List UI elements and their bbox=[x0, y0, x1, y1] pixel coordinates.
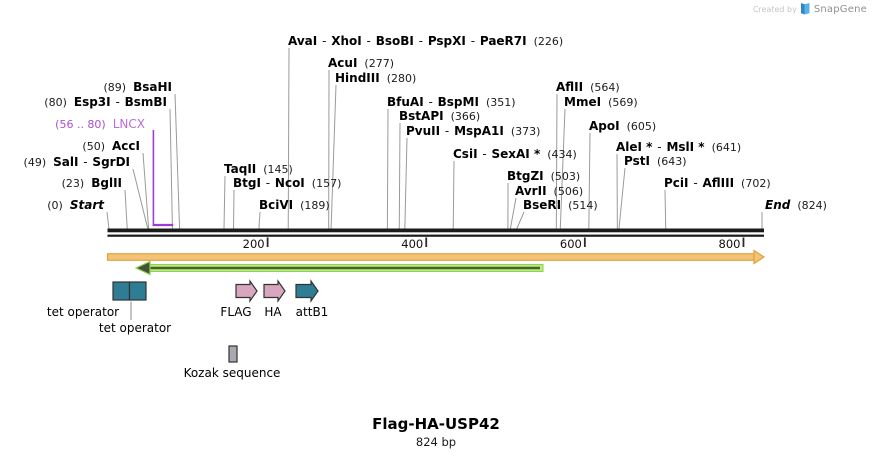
ruler-number-400: 400 bbox=[401, 237, 423, 251]
site-label-bstapi: BstAPI(366) bbox=[399, 110, 480, 123]
feature-shape-tetoperator bbox=[113, 282, 130, 300]
construct-title-block: Flag-HA-USP42 824 bp bbox=[0, 415, 872, 449]
construct-length: 824 bp bbox=[0, 435, 872, 449]
sequence-line-bottom bbox=[108, 235, 765, 237]
site-line-bglii bbox=[125, 190, 127, 229]
site-label-mmei: MmeI(569) bbox=[564, 96, 638, 109]
construct-title: Flag-HA-USP42 bbox=[0, 415, 872, 433]
site-label-pvuii: PvuII - MspA1I(373) bbox=[406, 125, 540, 138]
feature-label-kozaksequence: Kozak sequence bbox=[184, 366, 281, 380]
site-label-alei: AleI * - MslI *(641) bbox=[616, 141, 741, 154]
site-label-bseri: BseRI(514) bbox=[523, 199, 598, 212]
site-line-csii bbox=[453, 161, 454, 229]
site-line-sali bbox=[133, 169, 148, 229]
feature-label-ha: HA bbox=[264, 305, 281, 319]
site-line-bstapi bbox=[399, 123, 400, 229]
site-line-pvuii bbox=[405, 138, 407, 229]
feature-shape-kozaksequence bbox=[229, 346, 237, 362]
site-label-pcii: PciI - AflIII(702) bbox=[664, 177, 771, 190]
site-line-hindiii bbox=[331, 85, 336, 229]
sequence-line-top bbox=[108, 229, 765, 233]
feature-label-attb1: attB1 bbox=[296, 305, 329, 319]
region-label-lncx: (56 .. 80)LNCX bbox=[55, 118, 145, 131]
site-label-bsahi: (89)BsaHI bbox=[104, 81, 173, 94]
site-label-bglii: (23)BglII bbox=[62, 177, 122, 190]
site-label-aflii: AflII(564) bbox=[556, 81, 620, 94]
site-line-pcii bbox=[665, 190, 666, 229]
site-line-start bbox=[107, 212, 109, 229]
site-label-start: (0)Start bbox=[47, 199, 104, 212]
site-line-esp3i bbox=[170, 109, 172, 229]
feature-shape-ha bbox=[264, 281, 285, 301]
site-label-hindiii: HindIII(280) bbox=[335, 72, 416, 85]
ruler-number-200: 200 bbox=[243, 237, 265, 251]
site-line-psti bbox=[619, 168, 625, 229]
site-label-acui: AcuI(277) bbox=[328, 57, 394, 70]
site-label-avrii: AvrII(506) bbox=[515, 185, 583, 198]
feature-label-tetoperator: tet operator bbox=[99, 321, 171, 335]
feature-label-flag: FLAG bbox=[220, 305, 251, 319]
site-label-taqii: TaqII(145) bbox=[224, 163, 293, 176]
site-label-sali: (49)SalI - SgrDI bbox=[24, 156, 130, 169]
site-label-psti: PstI(643) bbox=[624, 155, 687, 168]
site-label-end: End(824) bbox=[765, 199, 827, 212]
ruler-number-600: 600 bbox=[560, 237, 582, 251]
site-line-taqii bbox=[224, 176, 225, 229]
site-line-acci bbox=[143, 153, 149, 229]
site-label-bcivi: BciVI(189) bbox=[259, 199, 330, 212]
site-line-bsahi bbox=[175, 94, 180, 229]
site-label-acci: (50)AccI bbox=[82, 140, 140, 153]
feature-shape-flag bbox=[236, 281, 257, 301]
feature-shape-attb1 bbox=[296, 281, 318, 301]
site-line-apoi bbox=[589, 133, 590, 229]
site-label-apoi: ApoI(605) bbox=[589, 120, 656, 133]
site-label-bfuai: BfuAI - BspMI(351) bbox=[387, 96, 516, 109]
site-line-bcivi bbox=[259, 212, 260, 229]
site-label-avai: AvaI - XhoI - BsoBI - PspXI - PaeR7I(226… bbox=[288, 35, 563, 48]
site-label-esp3i: (80)Esp3I - BsmBI bbox=[44, 96, 167, 109]
construct-arrow-body bbox=[108, 254, 755, 261]
site-line-bseri bbox=[517, 212, 524, 229]
site-line-bfuai bbox=[387, 109, 388, 229]
feature-label-tetoperator: tet operator bbox=[47, 305, 119, 319]
reverse-arrow-head bbox=[136, 262, 150, 275]
site-label-btgi: BtgI - NcoI(157) bbox=[233, 177, 341, 190]
site-label-btgzi: BtgZI(503) bbox=[507, 170, 580, 183]
site-line-avrii bbox=[510, 198, 516, 229]
site-label-csii: CsiI - SexAI *(434) bbox=[453, 148, 577, 161]
feature-shape-tetoperator bbox=[130, 282, 147, 300]
construct-arrow-head bbox=[754, 251, 764, 264]
ruler-number-800: 800 bbox=[719, 237, 741, 251]
